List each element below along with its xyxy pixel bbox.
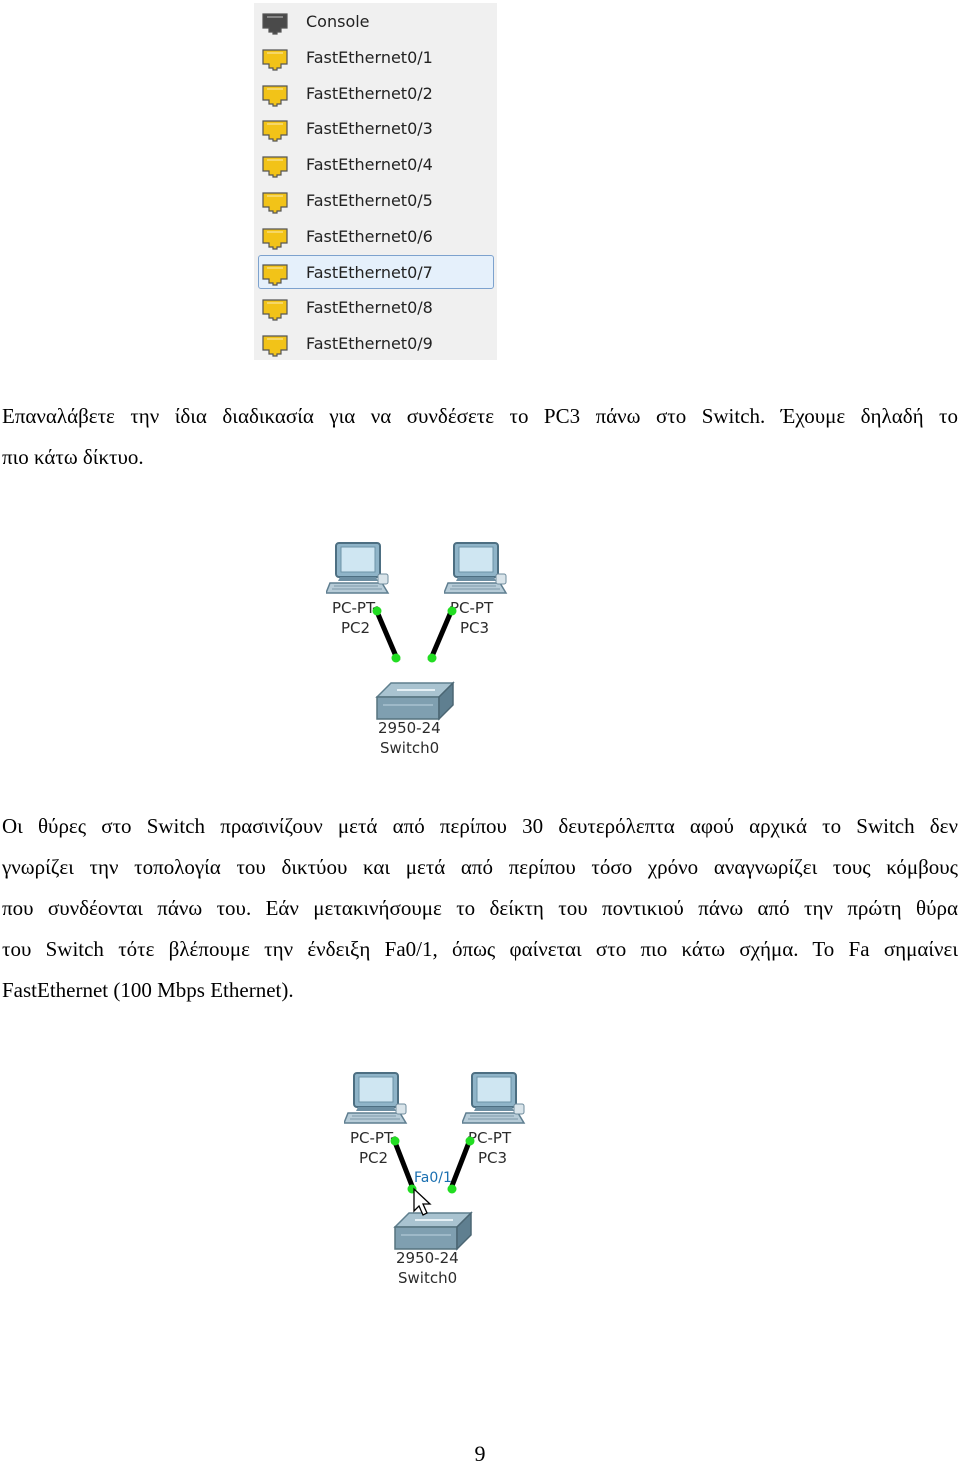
switch-name: Switch0 [380,739,439,757]
paragraph-line: γνωρίζει την τοπολογία του δικτύου και μ… [2,855,958,879]
paragraph-line: FastEthernet (100 Mbps Ethernet). [2,978,294,1002]
switch-name: Switch0 [398,1269,457,1287]
switch-icon [376,682,454,720]
paragraph-line: Επαναλάβετε την ίδια διαδικασία για να σ… [2,404,958,428]
switch-device[interactable]: 2950-24 Switch0 [376,682,454,757]
port-label: FastEthernet0/7 [306,262,433,282]
paragraph-ports: Οι θύρες στο Switch πρασινίζουν μετά από… [2,806,958,1011]
link-status-dot [372,606,382,616]
pc2-device[interactable]: PC-PT PC2 [326,542,389,637]
pc-icon [444,542,507,594]
link-status-dot [465,1136,475,1146]
page-number: 9 [474,1441,486,1466]
topology-diagram-2: PC-PT PC2 PC-PT PC3 2950-24 Switch0 Fa0/… [344,1072,525,1287]
pc2-name: PC2 [359,1149,388,1167]
cable-pc2-switch [390,1136,417,1192]
port-label: FastEthernet0/1 [306,47,433,67]
ethernet-port-icon [262,228,288,250]
paragraph-intro: Επαναλάβετε την ίδια διαδικασία για να σ… [2,396,958,478]
pc3-device[interactable]: PC-PT PC3 [444,542,507,637]
pc3-name: PC3 [478,1149,507,1167]
console-port-icon [262,13,288,35]
pc3-name: PC3 [460,619,489,637]
port-label: FastEthernet0/5 [306,191,433,210]
port-label: FastEthernet0/9 [306,334,433,354]
port-list-item[interactable]: FastEthernet0/8 [258,290,494,324]
topology-diagram-1: PC-PT PC2 PC-PT PC3 2950-24 Switch0 [326,542,507,757]
cable-pc3-switch [427,606,456,662]
port-list-item[interactable]: FastEthernet0/4 [258,147,494,181]
cable-pc3-switch [447,1136,474,1192]
port-label: FastEthernet0/2 [306,83,433,103]
pc-icon [462,1072,525,1124]
ethernet-port-icon [262,156,288,178]
pc2-type: PC-PT [332,599,376,617]
port-list-item[interactable]: FastEthernet0/2 [258,76,494,110]
port-label: FastEthernet0/4 [306,155,433,175]
pc3-device[interactable]: PC-PT PC3 [462,1072,525,1167]
port-list-item[interactable]: FastEthernet0/9 [258,326,494,360]
ethernet-port-icon [262,299,288,321]
paragraph-line: πιο κάτω δίκτυο. [2,445,144,469]
pc3-type: PC-PT [468,1129,512,1147]
link-status-dot [447,606,457,616]
ethernet-port-icon [262,192,288,214]
switch-type: 2950-24 [396,1249,459,1267]
port-tooltip: Fa0/1 [414,1170,452,1186]
pc-icon [344,1072,407,1124]
pc2-name: PC2 [341,619,370,637]
port-list-item[interactable]: FastEthernet0/1 [258,40,494,74]
switch-icon [394,1212,472,1250]
port-list-item[interactable]: FastEthernet0/3 [258,111,494,145]
link-status-dot [390,1136,400,1146]
port-label: FastEthernet0/6 [306,226,433,246]
ethernet-port-icon [262,49,288,71]
pc3-type: PC-PT [450,599,494,617]
ethernet-port-icon [262,263,288,286]
pc2-type: PC-PT [350,1129,394,1147]
paragraph-line: που συνδέονται πάνω του. Εάν μετακινήσου… [2,896,958,920]
ethernet-port-icon [262,335,288,357]
pc-icon [326,542,389,594]
port-list-item[interactable]: Console [258,4,494,38]
ethernet-port-icon [262,120,288,142]
port-label: FastEthernet0/3 [306,119,433,139]
ethernet-port-icon [262,84,288,107]
link-status-dot [391,653,401,663]
cable-pc2-switch [372,606,401,662]
paragraph-line: του Switch τότε βλέπουμε την ένδειξη Fa0… [2,937,958,961]
port-label: Console [306,12,370,31]
port-list-item[interactable]: FastEthernet0/5 [258,183,494,217]
port-list-item[interactable]: FastEthernet0/6 [258,219,494,253]
switch-type: 2950-24 [378,719,441,737]
link-status-dot [427,653,437,663]
port-list-item[interactable]: FastEthernet0/7 [258,254,494,289]
link-status-dot [447,1184,457,1194]
pc2-device[interactable]: PC-PT PC2 [344,1072,407,1167]
switch-device[interactable]: 2950-24 Switch0 [394,1212,472,1287]
port-label: FastEthernet0/8 [306,298,433,318]
paragraph-line: Οι θύρες στο Switch πρασινίζουν μετά από… [2,814,958,838]
mouse-cursor-icon [413,1187,432,1216]
